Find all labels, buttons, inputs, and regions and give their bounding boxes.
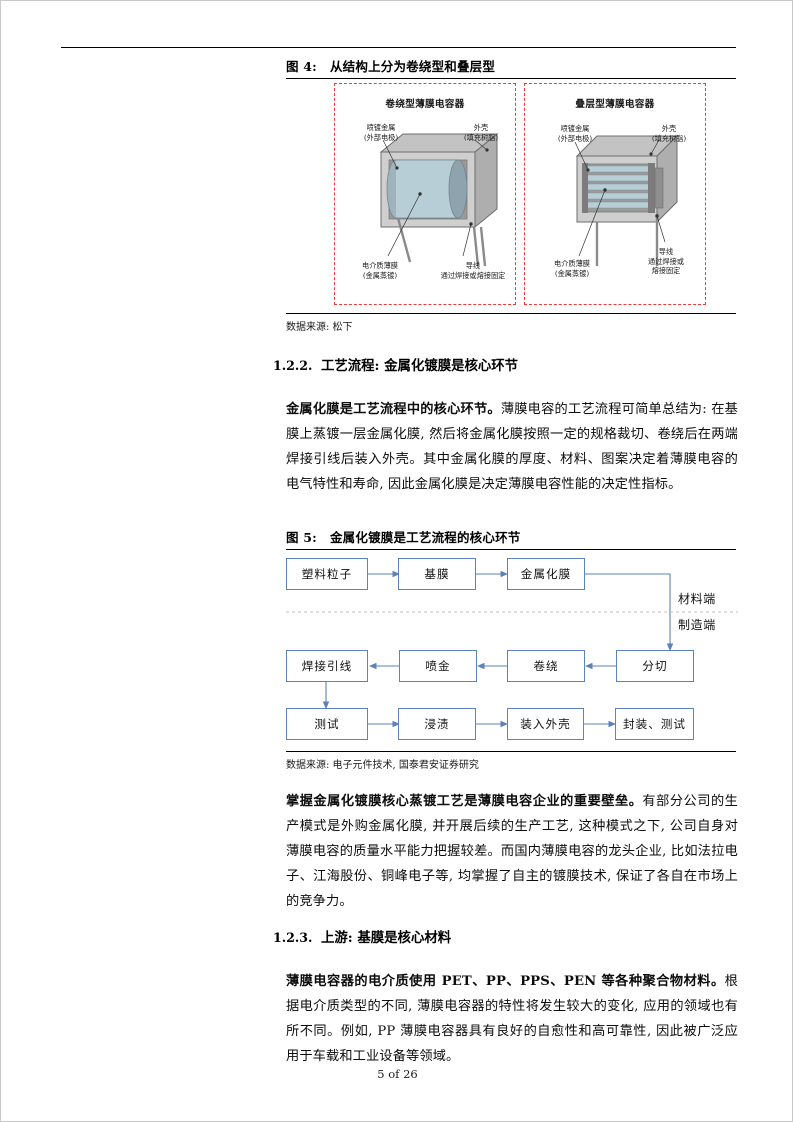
flow-node-base-film[interactable]: 基膜 (398, 558, 476, 590)
figure-5-flowchart: 塑料粒子 基膜 金属化膜 材料端 制造端 焊接引线 喷金 卷绕 分切 测试 浸渍… (286, 554, 738, 740)
figure-5-title: 图 5: 金属化镀膜是工艺流程的核心环节 (286, 527, 736, 550)
stacked-type-title: 叠层型薄膜电容器 (575, 99, 655, 110)
flow-node-metal-spray[interactable]: 喷金 (399, 650, 477, 682)
paragraph-coating-moat-lead: 掌握金属化镀膜核心蒸镀工艺是薄膜电容企业的重要壁垒。 (286, 794, 643, 809)
figure-4-graphic: 卷绕型薄膜电容器 (334, 83, 706, 305)
flow-label-material-side: 材料端 (678, 592, 716, 606)
figure-5-title-text: 金属化镀膜是工艺流程的核心环节 (329, 530, 521, 545)
stacked-label-case: 外壳 (填充树脂) (651, 124, 687, 143)
paragraph-process-flow: 金属化膜是工艺流程中的核心环节。薄膜电容的工艺流程可简单总结为: 在基膜上蒸镀一… (286, 397, 738, 497)
flow-node-impregnation[interactable]: 浸渍 (398, 708, 476, 740)
flow-node-weld-lead[interactable]: 焊接引线 (286, 650, 368, 682)
wound-label-sprayed-metal: 喷镀金属 (外部电极) (363, 123, 399, 142)
stacked-label-lead-wire: 导线 通过焊接或 熔接固定 (648, 247, 684, 275)
section-heading-1-2-3: 1.2.3. 上游: 基膜是核心材料 (273, 926, 743, 946)
wound-type-illustration (379, 132, 499, 267)
section-1-2-3-title: 上游: 基膜是核心材料 (321, 930, 452, 946)
figure-5-source: 数据来源: 电子元件技术, 国泰君安证券研究 (286, 751, 736, 771)
paragraph-upstream-film-body: 根据电介质类型的不同, 薄膜电容器的特性将发生较大的变化, 应用的领域也有所不同… (286, 974, 738, 1064)
flow-node-slitting[interactable]: 分切 (616, 650, 694, 682)
figure-4-title-text: 从结构上分为卷绕型和叠层型 (329, 59, 496, 74)
paragraph-process-flow-body: 薄膜电容的工艺流程可简单总结为: 在基膜上蒸镀一层金属化膜, 然后将金属化膜按照… (286, 402, 739, 492)
page-footer: 5 of 26 (377, 1067, 418, 1081)
wound-label-case: 外壳 (填充树脂) (463, 123, 499, 142)
figure-5-number: 图 5: (286, 530, 317, 545)
flow-node-testing[interactable]: 测试 (286, 708, 368, 740)
flow-node-case-insertion[interactable]: 装入外壳 (507, 708, 584, 740)
figure-4-title: 图 4: 从结构上分为卷绕型和叠层型 (286, 56, 736, 79)
wound-type-title: 卷绕型薄膜电容器 (385, 99, 465, 110)
flow-label-manufacturing-side: 制造端 (678, 618, 716, 632)
paragraph-upstream-film-lead: 薄膜电容器的电介质使用 PET、PP、PPS、PEN 等各种聚合物材料。 (286, 974, 725, 989)
stacked-label-sprayed-metal: 喷镀金属 (外部电极) (557, 124, 593, 143)
stacked-label-dielectric-film: 电介质薄膜 (金属蒸镀) (554, 259, 590, 278)
figure-4-source: 数据来源: 松下 (286, 313, 736, 333)
stacked-type-panel: 叠层型薄膜电容器 (524, 83, 706, 305)
flow-node-plastic-pellets[interactable]: 塑料粒子 (286, 558, 368, 590)
wound-type-panel: 卷绕型薄膜电容器 (334, 83, 516, 305)
section-heading-1-2-2: 1.2.2. 工艺流程: 金属化镀膜是核心环节 (273, 354, 743, 374)
paragraph-coating-moat: 掌握金属化镀膜核心蒸镀工艺是薄膜电容企业的重要壁垒。有部分公司的生产模式是外购金… (286, 789, 738, 914)
flow-node-winding[interactable]: 卷绕 (507, 650, 585, 682)
paragraph-process-flow-lead: 金属化膜是工艺流程中的核心环节。 (286, 402, 501, 417)
flow-node-encapsulation-test[interactable]: 封装、测试 (615, 708, 694, 740)
section-1-2-3-number: 1.2.3. (273, 930, 313, 945)
paragraph-upstream-film: 薄膜电容器的电介质使用 PET、PP、PPS、PEN 等各种聚合物材料。根据电介… (286, 969, 738, 1069)
wound-label-lead-wire: 导线 通过焊接或熔接固定 (440, 261, 506, 280)
figure-4-number: 图 4: (286, 59, 317, 74)
page-top-rule (61, 47, 736, 48)
section-1-2-2-number: 1.2.2. (273, 358, 313, 373)
paragraph-coating-moat-body: 有部分公司的生产模式是外购金属化膜, 并开展后续的生产工艺, 这种模式之下, 公… (286, 794, 738, 909)
wound-label-dielectric-film: 电介质薄膜 (金属蒸镀) (362, 261, 398, 280)
stacked-type-illustration (574, 134, 679, 266)
section-1-2-2-title: 工艺流程: 金属化镀膜是核心环节 (321, 358, 519, 374)
flow-node-metallized-film[interactable]: 金属化膜 (507, 558, 585, 590)
